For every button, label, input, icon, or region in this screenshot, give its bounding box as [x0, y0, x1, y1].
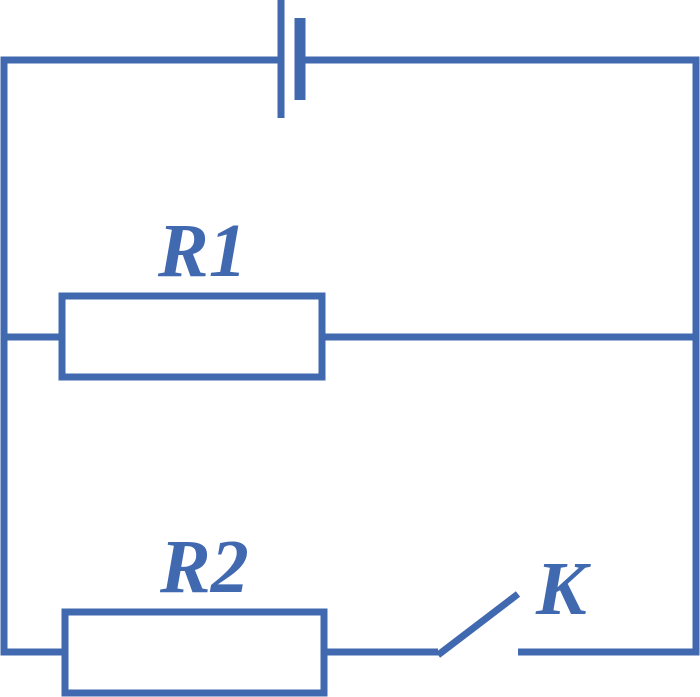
resistor-r2-body: [61, 608, 328, 697]
switch-k-label: K: [535, 547, 591, 631]
switch-k: K: [435, 547, 591, 658]
switch-blade: [435, 591, 521, 658]
resistor-r1-body: [58, 292, 326, 381]
resistor-r1-label: R1: [157, 209, 247, 293]
battery-cell-icon: [277, 0, 306, 118]
wire-top-right: [300, 56, 700, 656]
resistor-r1: R1: [58, 209, 326, 381]
wiring: [0, 56, 700, 656]
resistor-r2-label: R2: [159, 525, 249, 609]
wire-top-left: [0, 56, 281, 656]
resistor-r2: R2: [61, 525, 328, 697]
